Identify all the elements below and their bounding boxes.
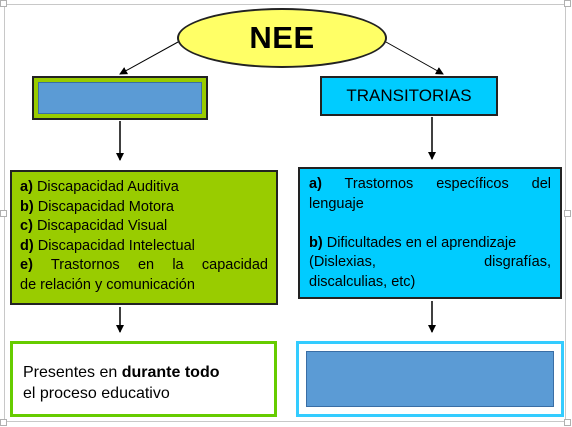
right-footer-placeholder — [306, 351, 554, 407]
resize-handle-bottom-right[interactable] — [564, 419, 571, 426]
right-list-item-b: b) Dificultades en el aprendizaje — [309, 234, 517, 251]
right-list-item-a: a) Trastornos específicos del — [309, 176, 551, 192]
resize-handle-top-left[interactable] — [0, 0, 7, 7]
left-header-box[interactable] — [32, 76, 208, 120]
left-footer-box[interactable]: Presentes en durante todo el proceso edu… — [10, 341, 277, 417]
root-node-nee[interactable]: NEE — [177, 8, 387, 68]
root-node-label: NEE — [249, 20, 315, 55]
arrow-root-to-right — [385, 41, 444, 75]
right-list-box[interactable]: a) Trastornos específicos del lenguaje b… — [298, 167, 562, 299]
right-list-item-b-continued-2: discalculias, etc) — [309, 273, 416, 290]
left-footer-text: Presentes en durante todo — [23, 364, 220, 381]
resize-handle-left-middle[interactable] — [0, 210, 7, 217]
left-list-item-d: d) Discapacidad Intelectual — [20, 237, 195, 254]
resize-handle-bottom-left[interactable] — [0, 419, 7, 426]
left-list-item-e-continued: de relación y comunicación — [20, 276, 195, 293]
left-footer-text-line2: el proceso educativo — [23, 385, 170, 402]
left-header-placeholder — [38, 82, 202, 114]
left-list-item-c: c) Discapacidad Visual — [20, 218, 168, 234]
right-header-box[interactable]: TRANSITORIAS — [320, 76, 498, 116]
left-list-item-e: e) Trastornos en la capacidad — [20, 257, 268, 273]
right-footer-box[interactable] — [296, 341, 564, 417]
right-list-item-b-continued: (Dislexias, disgrafías, — [309, 254, 551, 270]
left-list-item-a: a) Discapacidad Auditiva — [20, 179, 179, 195]
right-header-label: TRANSITORIAS — [346, 86, 472, 105]
right-list-item-a-continued: lenguaje — [309, 195, 364, 212]
left-list-item-b: b) Discapacidad Motora — [20, 198, 174, 215]
arrow-root-to-left — [119, 41, 179, 75]
left-list-box[interactable]: a) Discapacidad Auditiva b) Discapacidad… — [10, 170, 278, 305]
resize-handle-top-right[interactable] — [564, 0, 571, 7]
resize-handle-right-middle[interactable] — [564, 210, 571, 217]
